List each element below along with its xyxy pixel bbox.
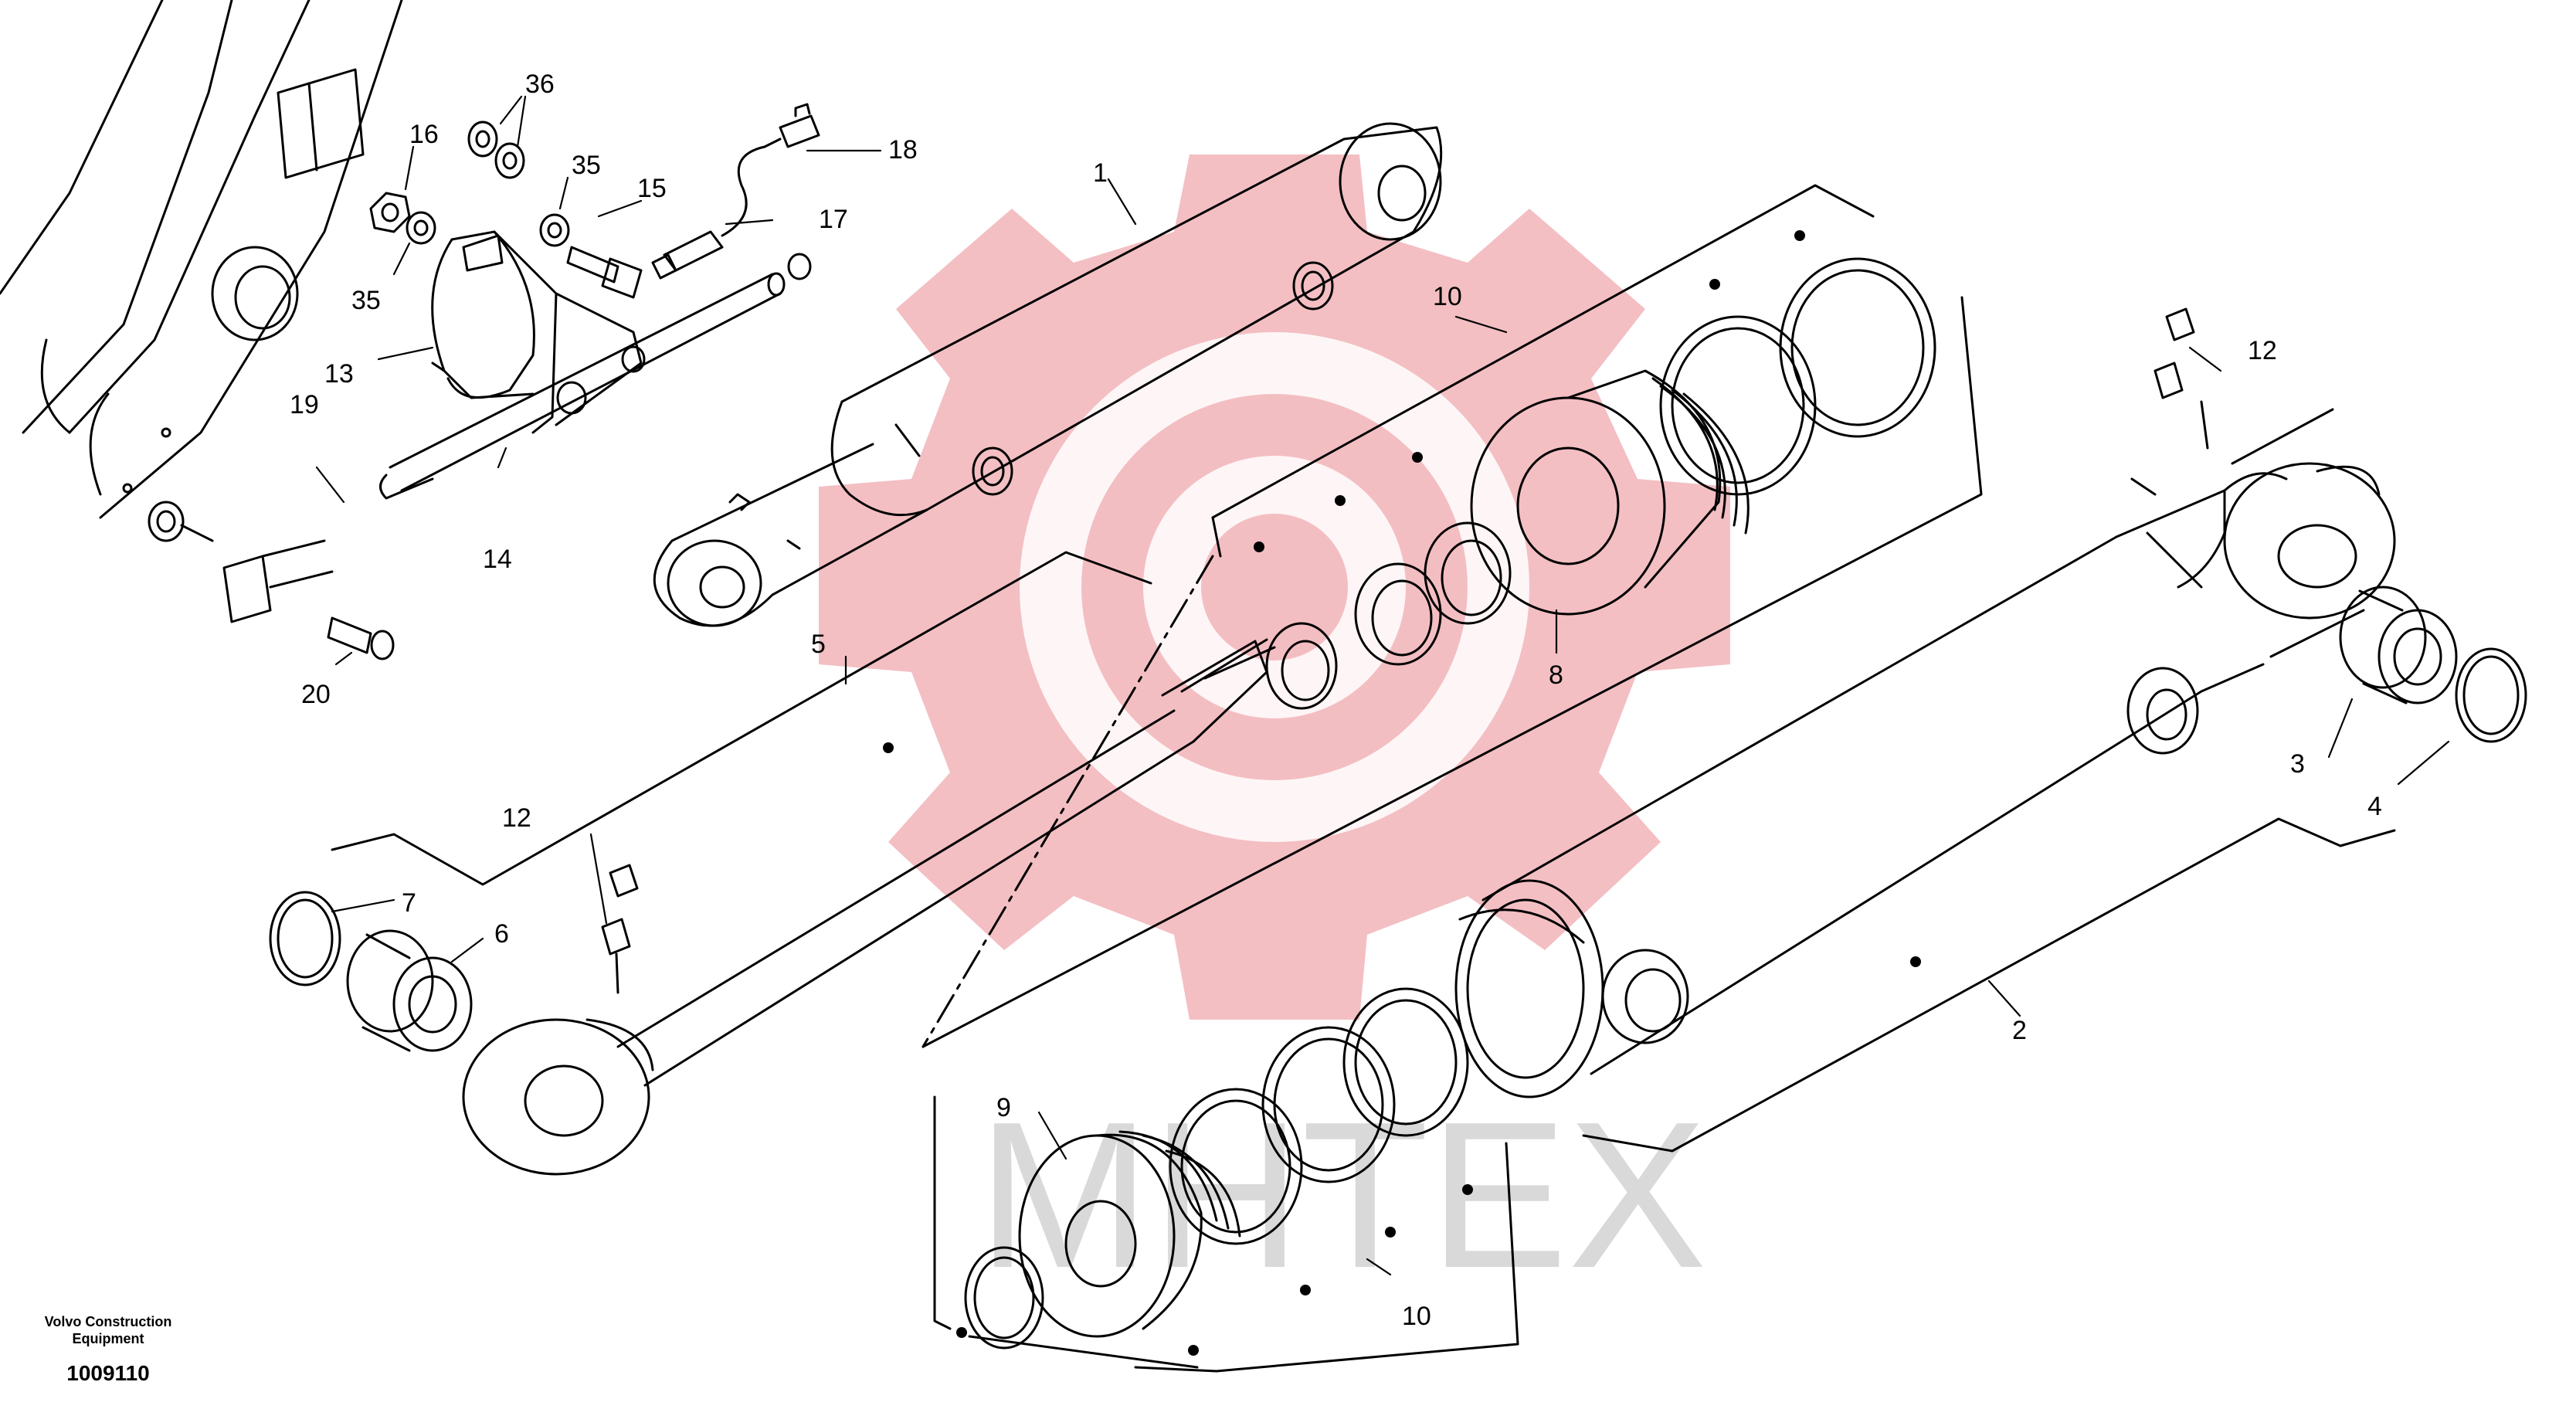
footer-brand-line2: Equipment [72, 1331, 144, 1346]
bracket-line-2 [1582, 817, 2396, 1153]
bushing-6 [346, 929, 473, 1052]
watermark-text: MHTEX [977, 1079, 1707, 1312]
nut-16 [369, 192, 411, 233]
bolt-20 [327, 616, 395, 660]
washer-35-a [406, 211, 436, 245]
callout-labels: 36 16 35 15 18 17 35 13 19 14 20 1 10 12… [290, 70, 2382, 1331]
washer-36-a [467, 121, 498, 158]
bracket-13 [431, 230, 646, 434]
plate-19 [222, 539, 334, 623]
sensor-17 [651, 103, 820, 280]
seal-kit-10-bottom [933, 987, 1519, 1373]
snap-ring-4 [2455, 647, 2527, 743]
callout-15: 15 [637, 174, 667, 203]
callout-13: 13 [324, 359, 354, 389]
footer-brand-line1: Volvo Construction [44, 1314, 172, 1329]
washer-36-b [494, 142, 525, 179]
callout-2: 2 [2012, 1016, 2027, 1045]
leader-lines [315, 95, 2450, 1276]
piston-rod-5 [462, 638, 1276, 1176]
watermark-gear-inner [1020, 332, 1529, 842]
callout-14: 14 [483, 545, 512, 574]
boom-structure [0, 0, 403, 542]
bushing-3 [2339, 586, 2458, 704]
washer-35-b [539, 213, 570, 247]
callout-36: 36 [525, 70, 555, 99]
footer-brand: Volvo Construction Equipment [0, 1313, 216, 1347]
callout-3: 3 [2290, 749, 2305, 779]
callout-35-b: 35 [351, 286, 381, 315]
callout-10-bottom: 10 [1402, 1302, 1431, 1331]
rod-14 [379, 253, 812, 500]
footer: Volvo Construction Equipment 1009110 [0, 1313, 216, 1386]
callout-4: 4 [2367, 792, 2382, 821]
cylinder-tube-2 [1454, 408, 2396, 1098]
seal-kit-10-top [921, 184, 1983, 1048]
cylinder-1 [653, 122, 1443, 627]
callout-9: 9 [996, 1093, 1011, 1122]
callout-12-top: 12 [2248, 336, 2277, 365]
grease-nipple-12-top [2153, 307, 2209, 450]
gland-8 [1470, 369, 1750, 616]
callout-7: 7 [402, 888, 416, 918]
callout-19: 19 [290, 390, 319, 419]
seal-dots [883, 230, 1921, 1356]
o-ring-gland-b [1779, 257, 1936, 438]
callout-18: 18 [888, 135, 918, 165]
callout-20: 20 [301, 680, 331, 709]
callout-5: 5 [811, 630, 826, 659]
bracket-line-5 [331, 551, 1152, 886]
callout-1: 1 [1093, 158, 1108, 188]
drawing-code: 1009110 [66, 1361, 150, 1385]
snap-ring-7 [269, 891, 341, 986]
callout-6: 6 [494, 919, 509, 949]
callout-12-bottom: 12 [502, 803, 531, 833]
callout-16: 16 [409, 120, 439, 149]
grease-nipple-12-bottom [601, 864, 639, 994]
callout-10-top: 10 [1433, 282, 1462, 311]
callout-35-a: 35 [572, 151, 601, 180]
bolt-15 [566, 246, 643, 299]
callout-8: 8 [1549, 660, 1563, 690]
callout-17: 17 [819, 205, 848, 234]
